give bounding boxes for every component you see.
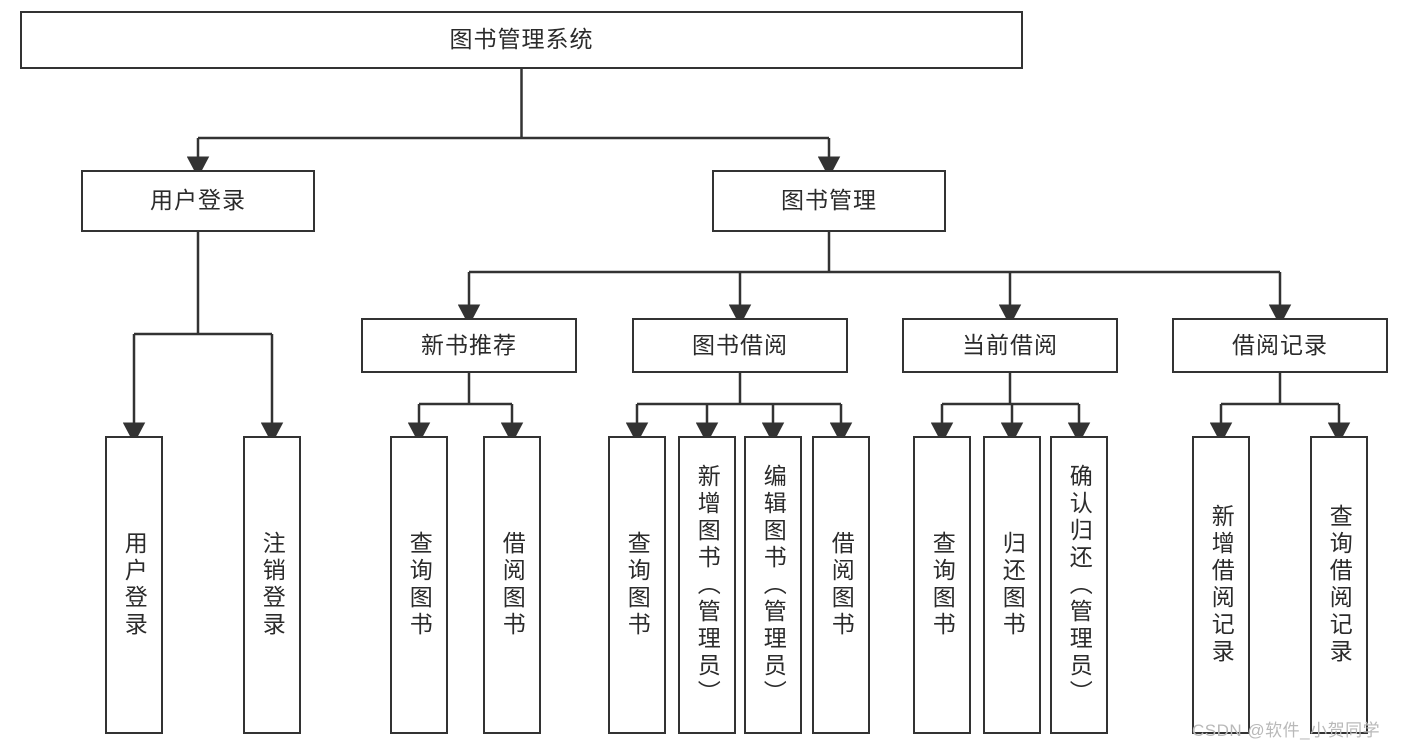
node-root[interactable]: 图书管理系统 <box>20 11 1023 69</box>
watermark-text: CSDN @软件_小贺同学 <box>1192 721 1381 740</box>
node-bookmgmt[interactable]: 图书管理 <box>712 170 946 232</box>
node-label: 查询图书 <box>929 531 956 639</box>
node-login-in[interactable]: 用户登录 <box>105 436 163 734</box>
node-label: 注销登录 <box>259 531 286 639</box>
node-cur-return[interactable]: 归还图书 <box>983 436 1041 734</box>
node-label: 用户登录 <box>150 187 246 214</box>
node-newbook[interactable]: 新书推荐 <box>361 318 577 373</box>
node-bor-lend[interactable]: 借阅图书 <box>812 436 870 734</box>
node-label: 查询图书 <box>406 531 433 639</box>
node-label: 查询借阅记录 <box>1326 504 1353 666</box>
node-bor-add[interactable]: 新增图书（管理员） <box>678 436 736 734</box>
node-label: 图书管理系统 <box>449 26 594 53</box>
node-label: 图书管理 <box>781 187 877 214</box>
node-current[interactable]: 当前借阅 <box>902 318 1118 373</box>
node-label: 图书借阅 <box>692 331 788 358</box>
node-record[interactable]: 借阅记录 <box>1172 318 1388 373</box>
node-bor-edit[interactable]: 编辑图书（管理员） <box>744 436 802 734</box>
node-label: 新增图书（管理员） <box>694 463 721 707</box>
node-label: 确认归还（管理员） <box>1066 463 1093 707</box>
node-label: 借阅记录 <box>1232 331 1328 358</box>
node-label: 当前借阅 <box>962 331 1058 358</box>
node-label: 查询图书 <box>624 531 651 639</box>
node-login[interactable]: 用户登录 <box>81 170 315 232</box>
node-rec-query[interactable]: 查询借阅记录 <box>1310 436 1368 734</box>
node-rec-add[interactable]: 新增借阅记录 <box>1192 436 1250 734</box>
node-label: 编辑图书（管理员） <box>760 463 787 707</box>
node-label: 借阅图书 <box>499 531 526 639</box>
node-label: 归还图书 <box>999 531 1026 639</box>
node-new-borrow[interactable]: 借阅图书 <box>483 436 541 734</box>
node-login-out[interactable]: 注销登录 <box>243 436 301 734</box>
node-cur-confirm[interactable]: 确认归还（管理员） <box>1050 436 1108 734</box>
node-borrow[interactable]: 图书借阅 <box>632 318 848 373</box>
node-cur-query[interactable]: 查询图书 <box>913 436 971 734</box>
node-label: 用户登录 <box>121 531 148 639</box>
node-new-query[interactable]: 查询图书 <box>390 436 448 734</box>
node-bor-query[interactable]: 查询图书 <box>608 436 666 734</box>
node-label: 新增借阅记录 <box>1208 504 1235 666</box>
node-label: 借阅图书 <box>828 531 855 639</box>
node-label: 新书推荐 <box>421 331 517 358</box>
